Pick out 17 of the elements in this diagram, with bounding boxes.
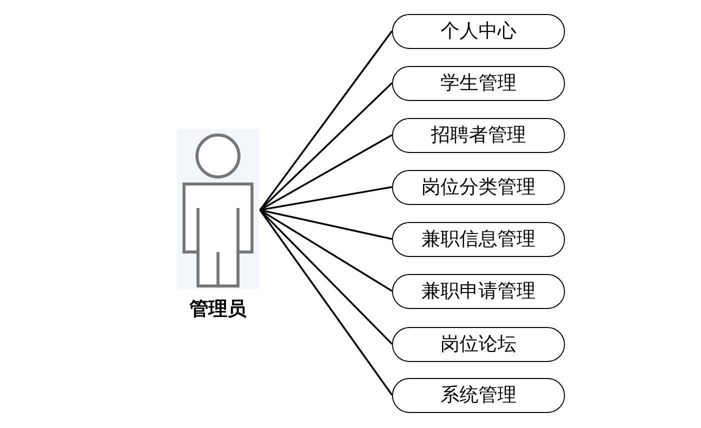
- actor-label: 管理员: [190, 297, 246, 322]
- use-case-box: 个人中心: [392, 14, 565, 48]
- use-case-box: 招聘者管理: [392, 118, 565, 152]
- use-case-box: 岗位分类管理: [392, 170, 565, 204]
- connector-line: [260, 209, 392, 240]
- connector-line: [259, 30, 393, 211]
- connector-line: [259, 82, 393, 211]
- connector-line: [260, 209, 392, 292]
- use-case-box: 学生管理: [392, 66, 565, 100]
- use-case-box: 系统管理: [392, 378, 565, 412]
- connector-line: [260, 186, 392, 211]
- connector-line: [259, 209, 393, 345]
- use-case-box: 兼职申请管理: [392, 274, 565, 308]
- connector-line: [260, 134, 392, 211]
- use-case-box: 兼职信息管理: [392, 222, 565, 256]
- use-case-box: 岗位论坛: [392, 326, 565, 362]
- connector-line: [259, 209, 393, 396]
